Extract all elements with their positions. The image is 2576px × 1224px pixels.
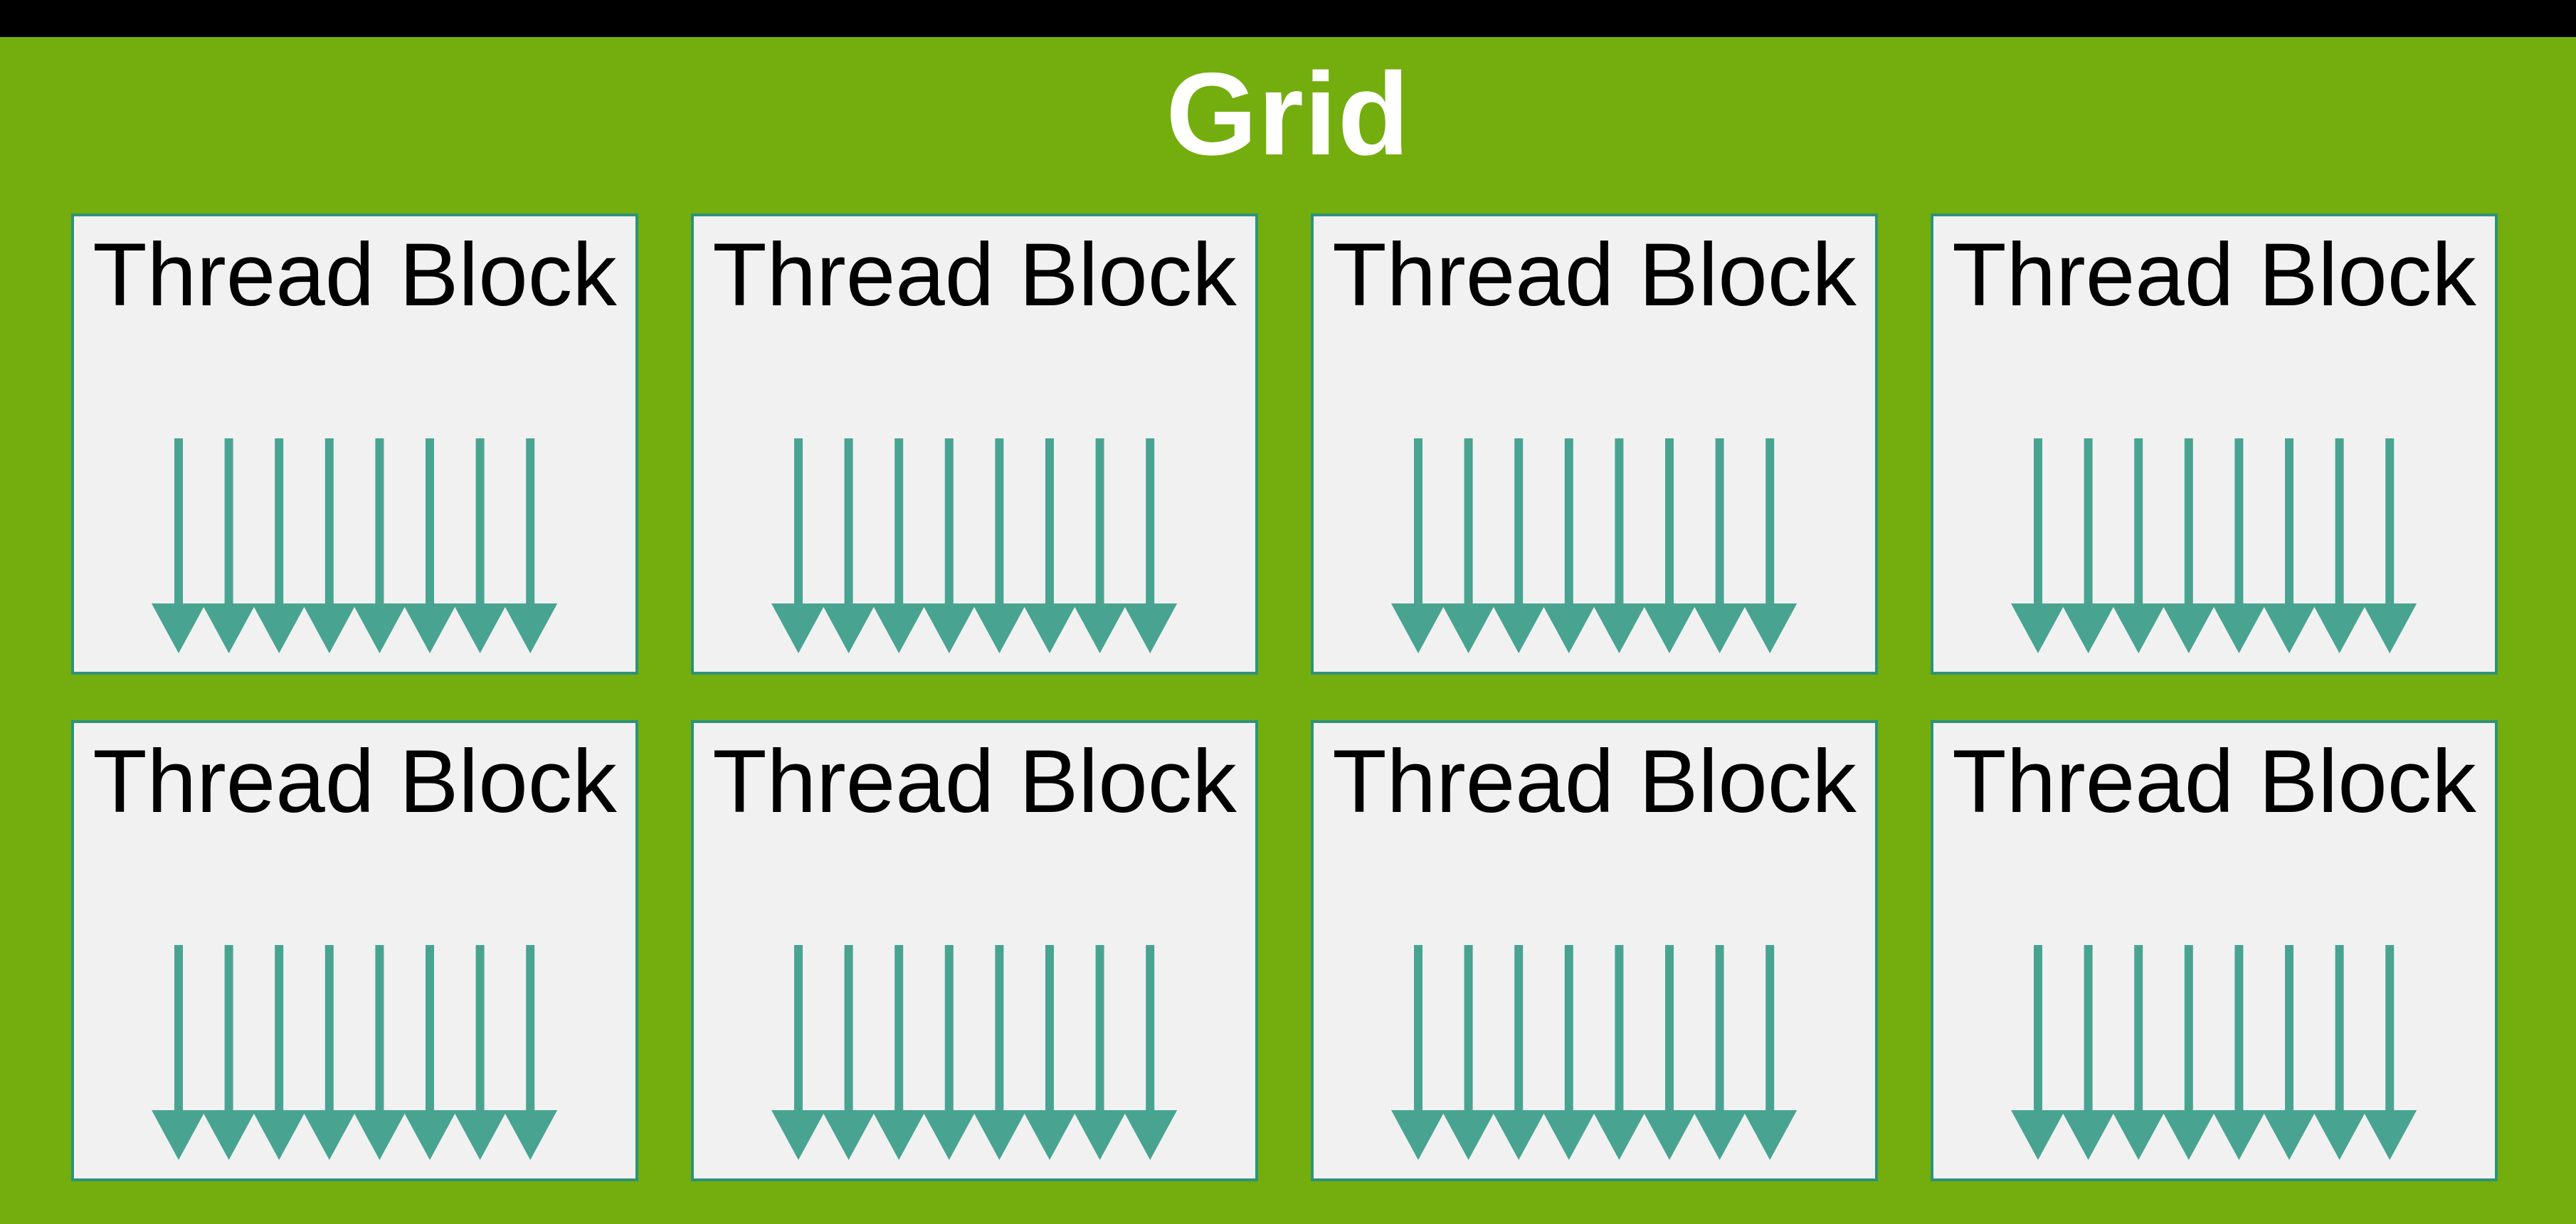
thread-block-card: Thread Block xyxy=(1311,213,1878,675)
thread-block-card: Thread Block xyxy=(1311,720,1878,1181)
thread-block-label: Thread Block xyxy=(1332,732,1857,831)
thread-block-label: Thread Block xyxy=(1332,226,1857,325)
thread-arrows-icon xyxy=(152,945,558,1160)
top-black-bar xyxy=(0,0,2576,37)
thread-block-card: Thread Block xyxy=(691,720,1258,1181)
thread-arrows-icon xyxy=(1391,945,1798,1160)
thread-block-label: Thread Block xyxy=(712,226,1237,325)
thread-block-card: Thread Block xyxy=(691,213,1258,675)
thread-arrows-icon xyxy=(2011,438,2417,653)
thread-arrows-icon xyxy=(771,945,1178,1160)
thread-arrows-icon xyxy=(2011,945,2417,1160)
thread-block-card: Thread Block xyxy=(71,213,638,675)
thread-block-label: Thread Block xyxy=(1952,732,2476,831)
thread-block-label: Thread Block xyxy=(1952,226,2476,325)
title-row: Grid xyxy=(0,37,2576,213)
thread-arrows-icon xyxy=(152,438,558,653)
thread-block-grid: Thread Block Thread Block Thread Block T… xyxy=(71,213,2498,1181)
thread-block-label: Thread Block xyxy=(93,226,617,325)
thread-block-card: Thread Block xyxy=(1931,720,2498,1181)
thread-arrows-icon xyxy=(771,438,1178,653)
thread-block-card: Thread Block xyxy=(71,720,638,1181)
grid-title: Grid xyxy=(1166,48,1410,179)
thread-arrows-icon xyxy=(1391,438,1798,653)
thread-block-card: Thread Block xyxy=(1931,213,2498,675)
thread-block-label: Thread Block xyxy=(93,732,617,831)
grid-diagram: Grid Thread Block Thread Block Thread Bl… xyxy=(0,37,2576,1224)
thread-block-label: Thread Block xyxy=(712,732,1237,831)
